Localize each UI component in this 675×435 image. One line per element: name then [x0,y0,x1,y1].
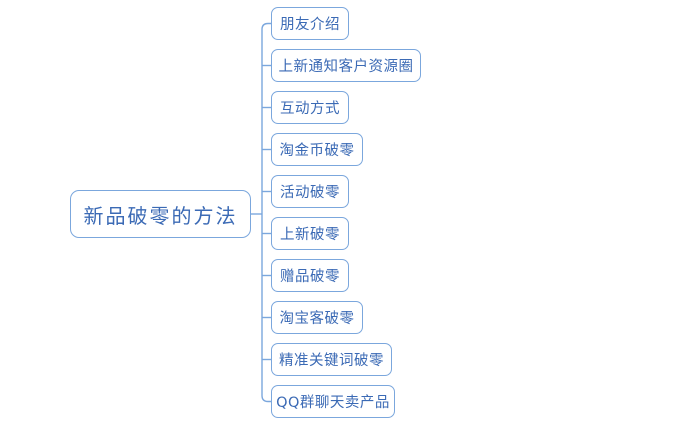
child-node-label: 朋友介绍 [280,17,340,33]
child-node-label: 上新破零 [280,227,340,243]
child-node[interactable]: 淘宝客破零 [271,301,363,334]
connector-branch [261,22,271,30]
child-node[interactable]: 上新通知客户资源圈 [271,49,421,82]
child-node[interactable]: QQ群聊天卖产品 [271,385,395,418]
child-node-label: QQ群聊天卖产品 [276,395,390,411]
child-node-label: 互动方式 [280,101,340,117]
child-node[interactable]: 活动破零 [271,175,349,208]
root-node[interactable]: 新品破零的方法 [70,190,251,238]
root-node-label: 新品破零的方法 [83,203,238,228]
child-node-label: 活动破零 [280,185,340,201]
connector-branch [261,395,271,403]
child-node-label: 精准关键词破零 [279,353,384,369]
child-node[interactable]: 上新破零 [271,217,349,250]
child-node[interactable]: 互动方式 [271,91,349,124]
child-node[interactable]: 朋友介绍 [271,7,349,40]
child-node[interactable]: 赠品破零 [271,259,349,292]
child-node[interactable]: 精准关键词破零 [271,343,392,376]
child-node-label: 赠品破零 [280,269,340,285]
child-node-label: 淘金币破零 [279,143,355,159]
child-node-label: 上新通知客户资源圈 [278,59,414,75]
child-node-label: 淘宝客破零 [279,311,355,327]
child-node[interactable]: 淘金币破零 [271,133,363,166]
